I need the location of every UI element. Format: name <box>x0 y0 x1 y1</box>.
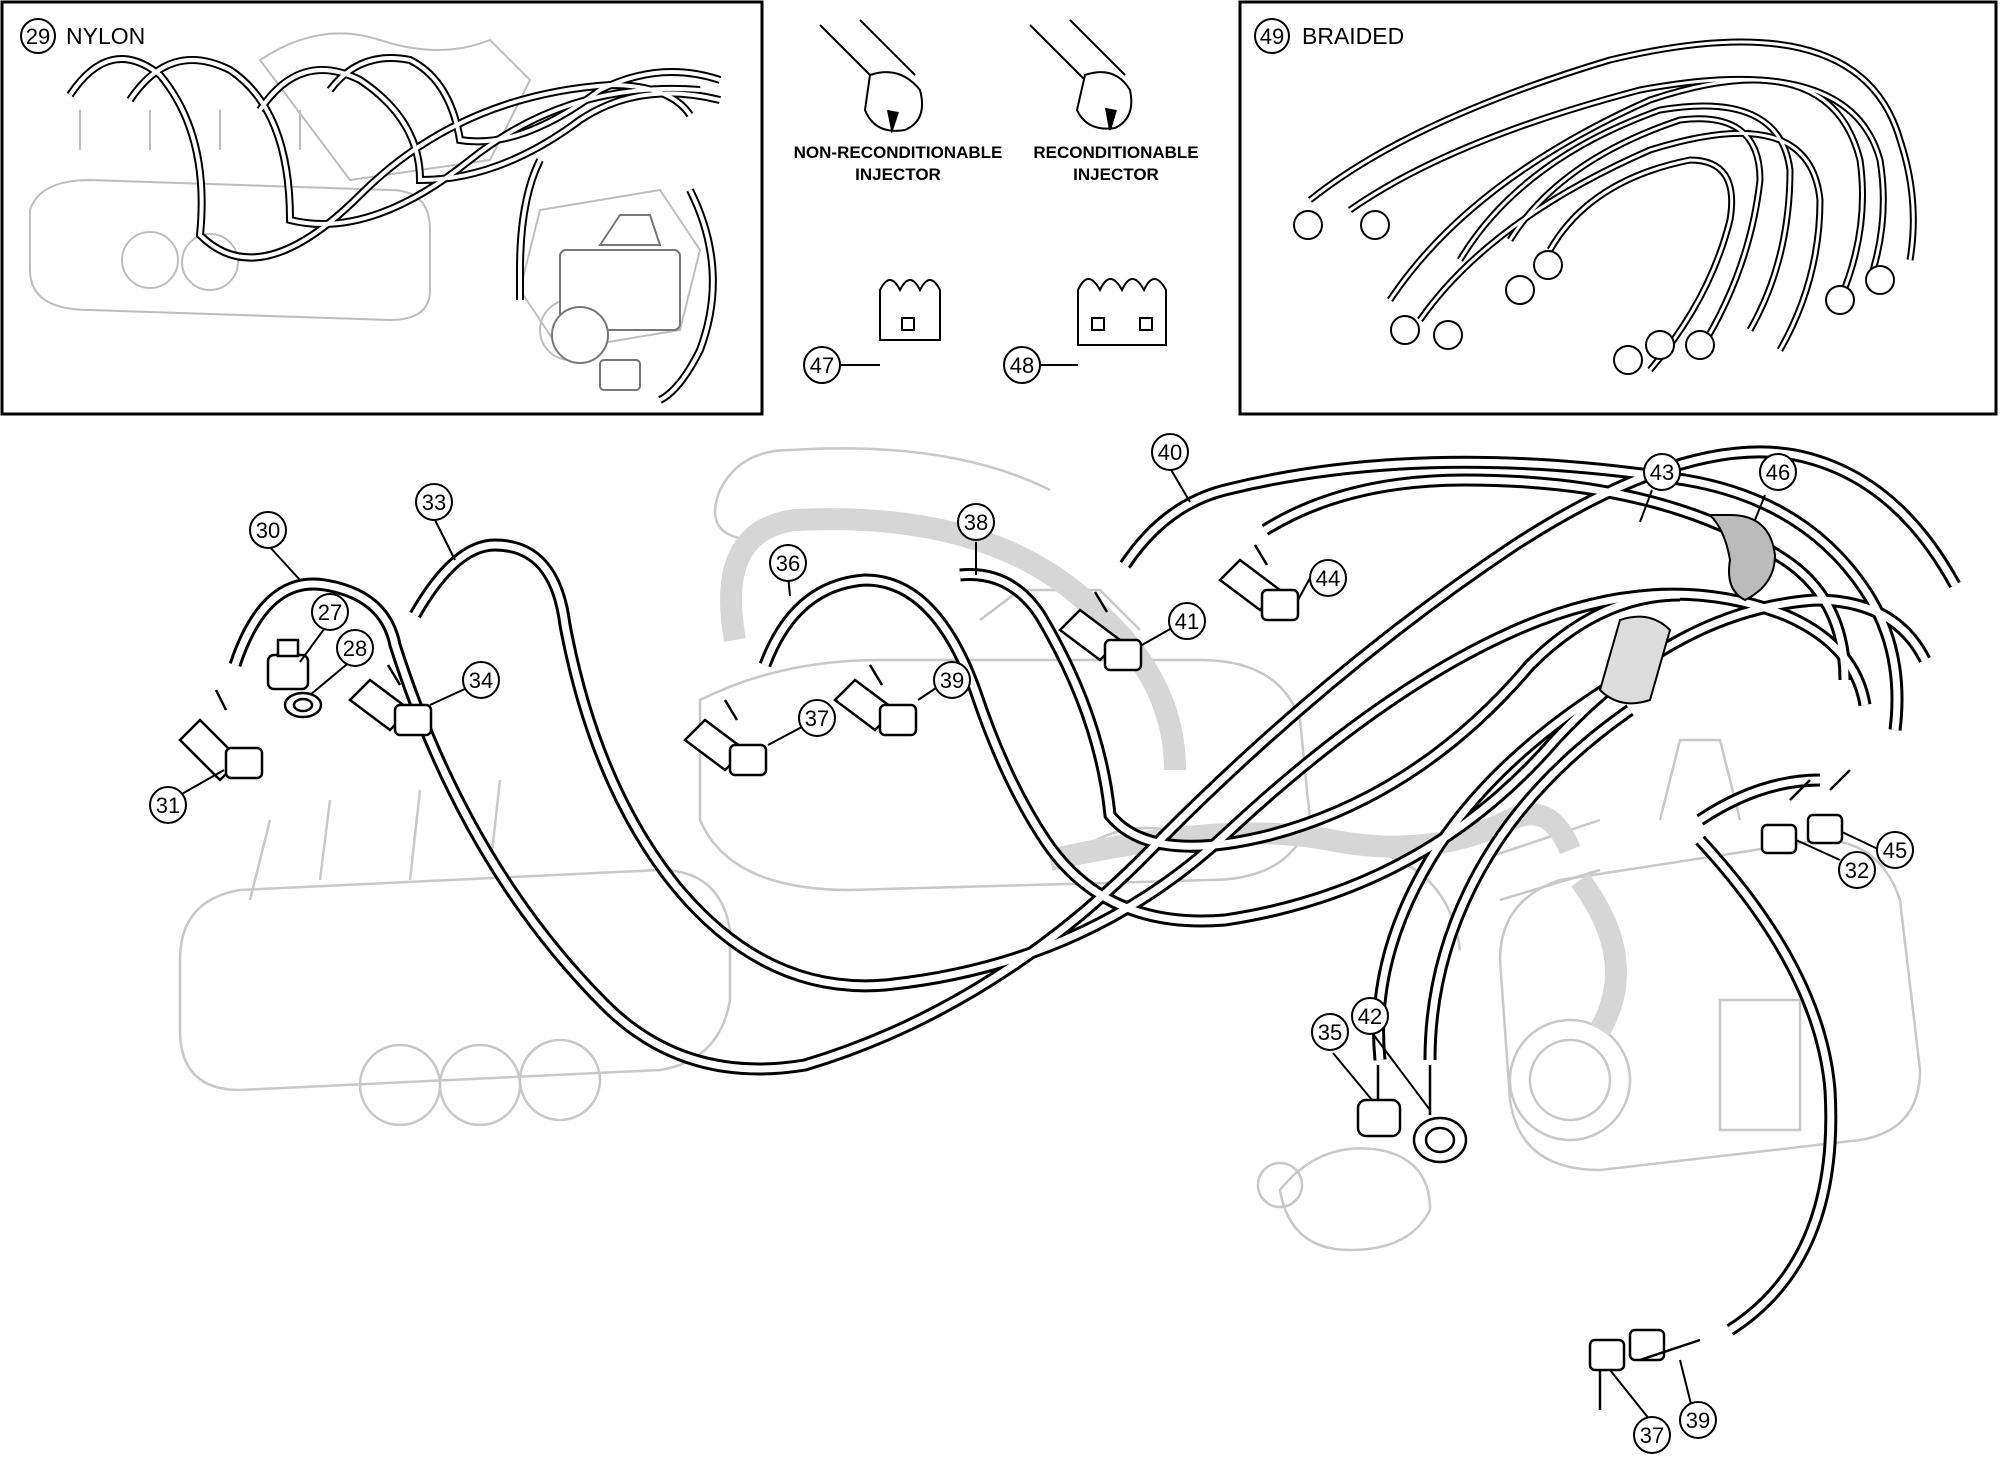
fitting-27 <box>266 638 310 691</box>
callout-42: 42 <box>1358 1004 1382 1029</box>
callout-30: 30 <box>256 518 280 543</box>
fitting-32-45 <box>1760 769 1851 855</box>
callout-37: 37 <box>805 706 829 731</box>
nylon-panel: 29 NYLON <box>0 0 764 416</box>
engine-manifold-background <box>178 447 1922 1252</box>
braided-panel-title: BRAIDED <box>1302 23 1404 49</box>
callout-39: 39 <box>940 668 964 693</box>
callout-45: 45 <box>1883 838 1907 863</box>
callout-28: 28 <box>343 636 367 661</box>
braided-hose-end-fittings <box>1293 210 1895 375</box>
non-reconditionable-caption-line2: INJECTOR <box>855 165 941 184</box>
fitting-42 <box>1412 1065 1468 1164</box>
nylon-panel-callout <box>20 18 56 54</box>
fitting-34 <box>348 664 433 737</box>
fitting-31 <box>178 689 264 782</box>
clip-47-number: 47 <box>810 353 834 378</box>
non-reconditionable-caption-line1: NON-RECONDITIONABLE <box>794 143 1003 162</box>
callout-35: 35 <box>1318 1020 1342 1045</box>
callout-43: 43 <box>1650 460 1674 485</box>
nylon-panel-number: 29 <box>26 24 50 49</box>
pipe-clip-two-way <box>879 279 941 341</box>
callout-41: 41 <box>1175 609 1199 634</box>
callout-44: 44 <box>1316 566 1340 591</box>
leak-off-hose-background <box>720 508 1627 1036</box>
pipe-clip-on-bundle <box>1598 615 1672 705</box>
braided-panel-number: 49 <box>1260 24 1284 49</box>
fitting-35 <box>1356 1065 1402 1138</box>
callout-39-lower: 39 <box>1686 1408 1710 1433</box>
callout-38: 38 <box>964 510 988 535</box>
pipe-fittings <box>178 544 1851 1410</box>
callout-46: 46 <box>1766 460 1790 485</box>
reconditionable-caption-line1: RECONDITIONABLE <box>1033 143 1198 162</box>
washer-28 <box>283 691 323 719</box>
callout-34: 34 <box>469 668 493 693</box>
fitting-41 <box>1058 591 1143 672</box>
fitting-37 <box>683 699 768 777</box>
callout-27: 27 <box>318 600 342 625</box>
clip-48-callout <box>1003 346 1041 384</box>
fitting-39 <box>833 664 918 737</box>
grommet-46 <box>1707 514 1777 602</box>
callout-36: 36 <box>776 551 800 576</box>
braided-panel-callout <box>1254 18 1290 54</box>
braided-panel: 49 BRAIDED <box>1238 0 1998 416</box>
nylon-injection-pump <box>551 214 681 391</box>
reconditionable-injector-illustration <box>1029 19 1133 131</box>
callout-31: 31 <box>156 793 180 818</box>
callout-40: 40 <box>1158 440 1182 465</box>
callout-37-lower: 37 <box>1640 1423 1664 1448</box>
fitting-37-39-lower <box>1588 1328 1701 1410</box>
part-callouts <box>149 433 1914 1454</box>
callout-33: 33 <box>422 490 446 515</box>
pipe-clip-four-way <box>1077 278 1167 346</box>
reconditionable-caption-line2: INJECTOR <box>1073 165 1159 184</box>
clip-47-callout <box>803 346 841 384</box>
callout-32: 32 <box>1845 858 1869 883</box>
nylon-panel-title: NYLON <box>66 23 145 49</box>
part-callout-numbers: 30 27 28 31 33 34 36 37 38 39 40 41 43 4… <box>156 440 1907 1448</box>
fitting-44 <box>1218 544 1300 622</box>
non-reconditionable-injector-illustration <box>819 19 924 134</box>
injector-types-section: NON-RECONDITIONABLE INJECTOR RECONDITION… <box>794 19 1199 384</box>
clip-48-number: 48 <box>1010 353 1034 378</box>
